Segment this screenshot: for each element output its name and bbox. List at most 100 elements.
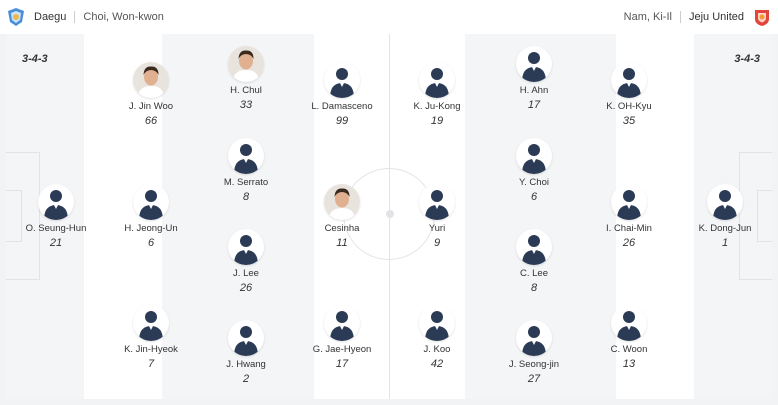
player-card[interactable]: L. Damasceno 99 bbox=[294, 62, 390, 128]
player-name[interactable]: K. OH-Kyu bbox=[606, 101, 652, 112]
player-number: 17 bbox=[335, 358, 349, 370]
player-silhouette-icon[interactable] bbox=[133, 305, 169, 341]
player-number: 27 bbox=[527, 373, 541, 385]
player-number: 1 bbox=[721, 237, 729, 249]
away-formation: 3-4-3 bbox=[734, 53, 760, 65]
player-silhouette-icon[interactable] bbox=[707, 184, 743, 220]
home-team-name[interactable]: Daegu bbox=[34, 11, 67, 23]
player-card[interactable]: Cesinha 11 bbox=[294, 184, 390, 250]
player-photo[interactable] bbox=[228, 46, 264, 82]
player-card[interactable]: K. Ju-Kong 19 bbox=[389, 62, 485, 128]
player-number: 2 bbox=[242, 373, 250, 385]
player-name[interactable]: K. Ju-Kong bbox=[413, 101, 461, 112]
home-formation: 3-4-3 bbox=[22, 53, 48, 65]
player-name[interactable]: L. Damasceno bbox=[311, 101, 373, 112]
player-card[interactable]: J. Jin Woo 66 bbox=[103, 62, 199, 128]
player-name[interactable]: C. Woon bbox=[610, 344, 648, 355]
home-coach-name[interactable]: Choi, Won-kwon bbox=[83, 11, 164, 23]
away-coach-name[interactable]: Nam, Ki-Il bbox=[623, 11, 672, 23]
player-number: 6 bbox=[147, 237, 155, 249]
player-number: 33 bbox=[239, 99, 253, 111]
player-number: 6 bbox=[530, 191, 538, 203]
player-name[interactable]: K. Jin-Hyeok bbox=[124, 344, 178, 355]
player-name[interactable]: H. Jeong-Un bbox=[124, 223, 178, 234]
player-number: 17 bbox=[527, 99, 541, 111]
player-number: 99 bbox=[335, 115, 349, 127]
player-card[interactable]: H. Chul 33 bbox=[198, 46, 294, 112]
player-name[interactable]: J. Seong-jin bbox=[508, 359, 560, 370]
daegu-crest-icon bbox=[6, 7, 26, 27]
player-card[interactable]: K. Dong-Jun 1 bbox=[677, 184, 773, 250]
player-name[interactable]: M. Serrato bbox=[223, 177, 269, 188]
player-silhouette-icon[interactable] bbox=[516, 229, 552, 265]
player-name[interactable]: G. Jae-Hyeon bbox=[312, 344, 372, 355]
center-spot bbox=[386, 210, 394, 218]
player-card[interactable]: G. Jae-Hyeon 17 bbox=[294, 305, 390, 371]
player-name[interactable]: O. Seung-Hun bbox=[25, 223, 87, 234]
player-name[interactable]: H. Ahn bbox=[519, 85, 549, 96]
player-card[interactable]: H. Ahn 17 bbox=[486, 46, 582, 112]
player-number: 11 bbox=[336, 237, 348, 249]
player-silhouette-icon[interactable] bbox=[419, 305, 455, 341]
header-divider bbox=[679, 11, 681, 23]
player-card[interactable]: K. Jin-Hyeok 7 bbox=[103, 305, 199, 371]
player-name[interactable]: H. Chul bbox=[230, 85, 262, 96]
player-number: 9 bbox=[433, 237, 441, 249]
player-number: 7 bbox=[147, 358, 155, 370]
player-silhouette-icon[interactable] bbox=[324, 305, 360, 341]
player-name[interactable]: J. Hwang bbox=[226, 359, 266, 370]
player-number: 42 bbox=[430, 358, 444, 370]
player-card[interactable]: J. Koo 42 bbox=[389, 305, 485, 371]
player-number: 35 bbox=[622, 115, 636, 127]
home-team-info: Daegu Choi, Won-kwon bbox=[6, 7, 164, 27]
player-name[interactable]: C. Lee bbox=[520, 268, 548, 279]
player-card[interactable]: M. Serrato 8 bbox=[198, 138, 294, 204]
player-name[interactable]: K. Dong-Jun bbox=[698, 223, 752, 234]
player-card[interactable]: O. Seung-Hun 21 bbox=[8, 184, 104, 250]
player-card[interactable]: Yuri 9 bbox=[389, 184, 485, 250]
player-silhouette-icon[interactable] bbox=[611, 184, 647, 220]
player-card[interactable]: J. Seong-jin 27 bbox=[486, 320, 582, 386]
player-name[interactable]: J. Jin Woo bbox=[128, 101, 174, 112]
player-name[interactable]: Cesinha bbox=[324, 223, 360, 234]
player-number: 13 bbox=[622, 358, 636, 370]
player-number: 19 bbox=[430, 115, 444, 127]
player-number: 66 bbox=[144, 115, 158, 127]
player-number: 26 bbox=[622, 237, 636, 249]
player-silhouette-icon[interactable] bbox=[516, 138, 552, 174]
player-card[interactable]: C. Woon 13 bbox=[581, 305, 677, 371]
player-name[interactable]: Y. Choi bbox=[519, 177, 549, 188]
player-card[interactable]: Y. Choi 6 bbox=[486, 138, 582, 204]
player-name[interactable]: Yuri bbox=[428, 223, 446, 234]
player-silhouette-icon[interactable] bbox=[516, 46, 552, 82]
player-silhouette-icon[interactable] bbox=[419, 184, 455, 220]
player-card[interactable]: J. Hwang 2 bbox=[198, 320, 294, 386]
player-number: 8 bbox=[242, 191, 250, 203]
player-photo[interactable] bbox=[133, 62, 169, 98]
player-name[interactable]: I. Chai-Min bbox=[606, 223, 652, 234]
away-penalty-box bbox=[739, 152, 772, 280]
player-card[interactable]: K. OH-Kyu 35 bbox=[581, 62, 677, 128]
home-goal-box bbox=[6, 190, 22, 242]
player-number: 21 bbox=[49, 237, 63, 249]
player-silhouette-icon[interactable] bbox=[228, 229, 264, 265]
player-silhouette-icon[interactable] bbox=[228, 138, 264, 174]
player-card[interactable]: I. Chai-Min 26 bbox=[581, 184, 677, 250]
player-photo[interactable] bbox=[324, 184, 360, 220]
away-team-info: Nam, Ki-Il Jeju United bbox=[624, 7, 772, 27]
player-silhouette-icon[interactable] bbox=[611, 305, 647, 341]
player-silhouette-icon[interactable] bbox=[133, 184, 169, 220]
home-penalty-box bbox=[6, 152, 40, 280]
player-silhouette-icon[interactable] bbox=[228, 320, 264, 356]
player-card[interactable]: H. Jeong-Un 6 bbox=[103, 184, 199, 250]
player-silhouette-icon[interactable] bbox=[324, 62, 360, 98]
player-silhouette-icon[interactable] bbox=[419, 62, 455, 98]
player-silhouette-icon[interactable] bbox=[611, 62, 647, 98]
player-name[interactable]: J. Koo bbox=[423, 344, 451, 355]
player-silhouette-icon[interactable] bbox=[38, 184, 74, 220]
player-name[interactable]: J. Lee bbox=[233, 268, 259, 279]
player-silhouette-icon[interactable] bbox=[516, 320, 552, 356]
away-team-name[interactable]: Jeju United bbox=[688, 11, 744, 23]
